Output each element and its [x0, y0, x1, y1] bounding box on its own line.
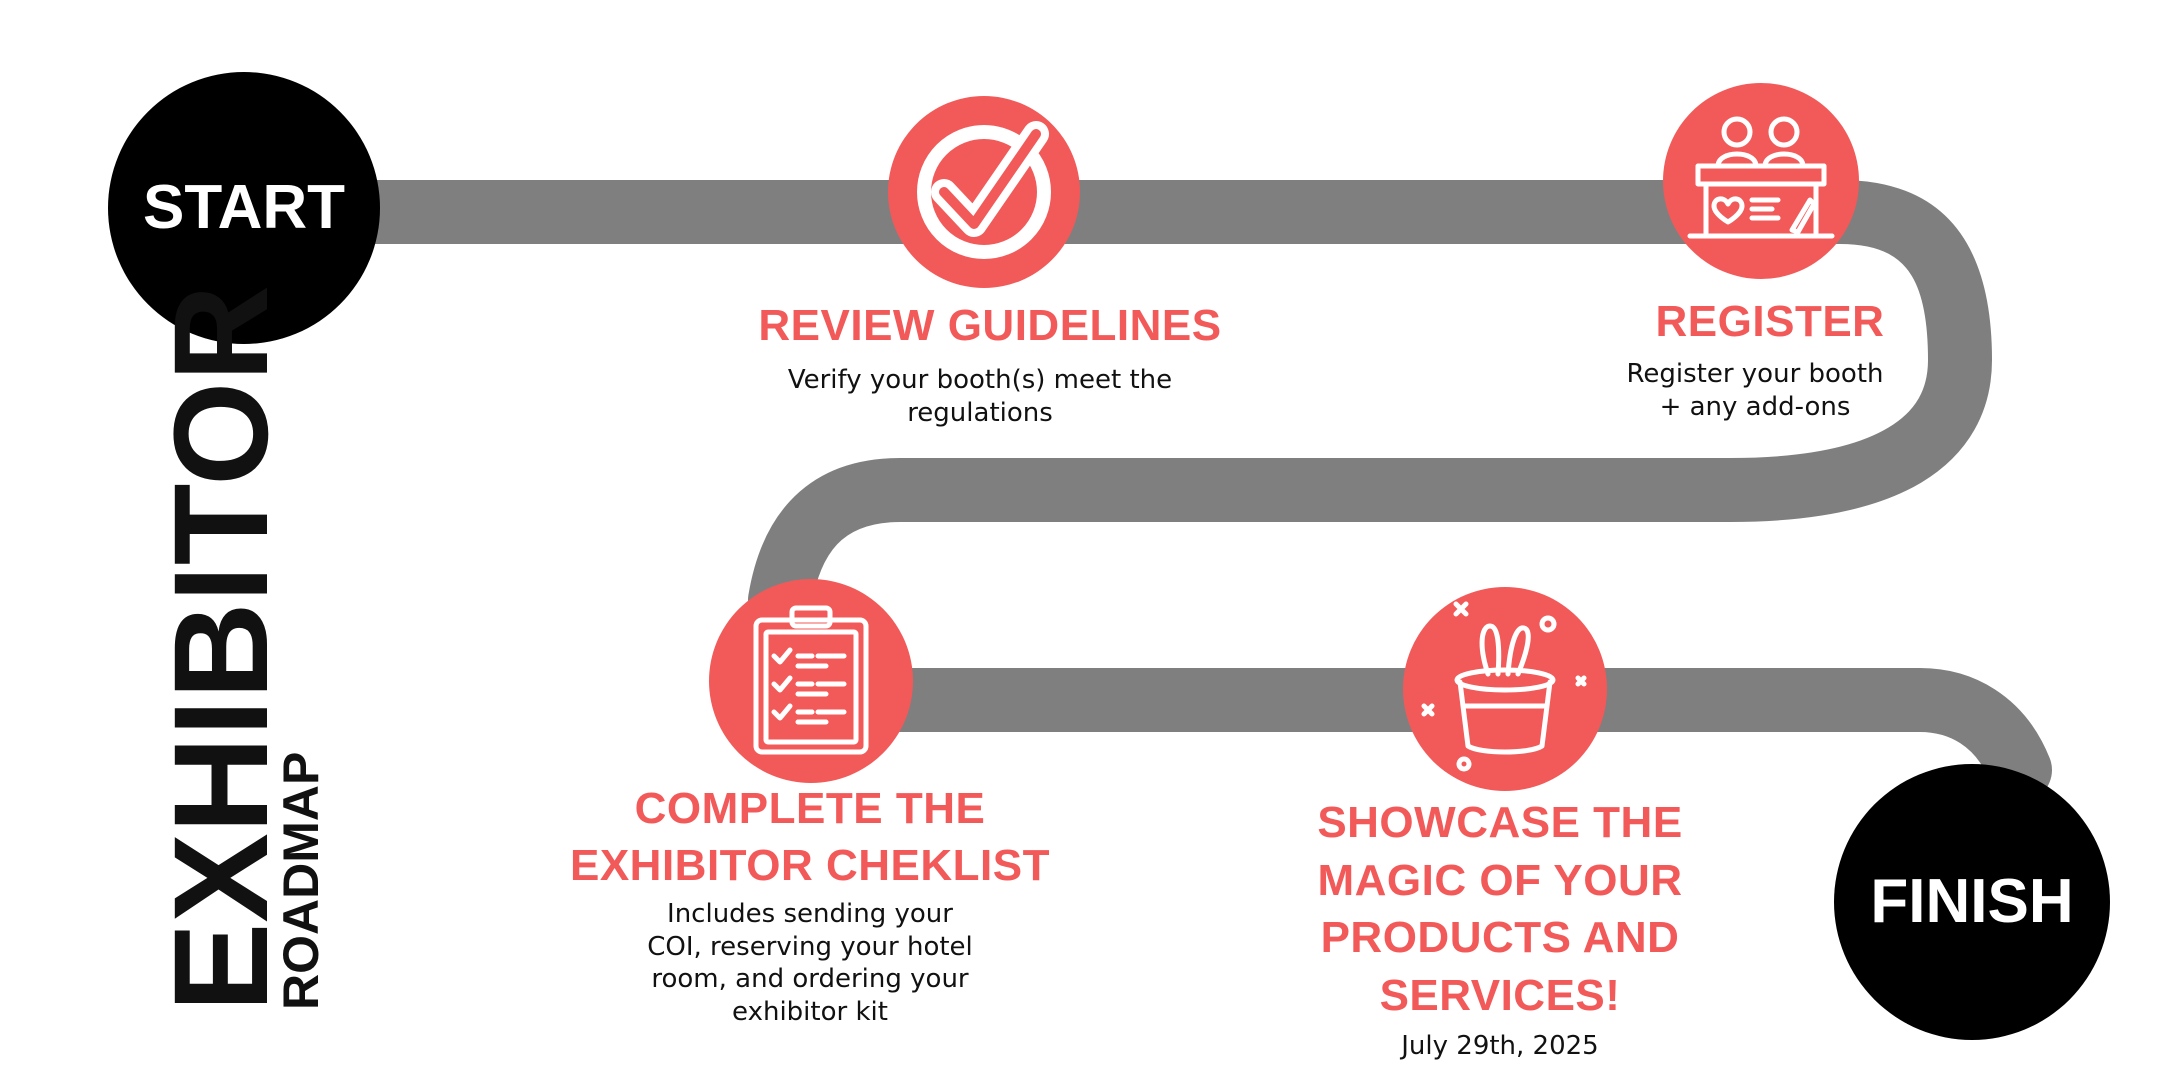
step-desc-checklist: Includes sending your COI, reserving you… [647, 899, 973, 1027]
clipboard-checklist-icon [709, 579, 913, 783]
start-node: START [108, 72, 380, 344]
title-sub: ROADMAP [273, 751, 329, 1010]
magic-hat-icon [1403, 587, 1607, 791]
step-title-checklist: COMPLETE THE EXHIBITOR CHEKLIST [569, 784, 1050, 891]
step-desc-showcase: July 29th, 2025 [1401, 1031, 1599, 1061]
step-title-showcase: SHOWCASE THE MAGIC OF YOUR PRODUCTS AND … [1317, 798, 1683, 1020]
step-desc-review-guidelines: Verify your booth(s) meet the regulation… [787, 365, 1173, 428]
title-main: EXHIBITOR [147, 284, 296, 1012]
step-title-review-guidelines: REVIEW GUIDELINES [758, 301, 1222, 350]
finish-node: FINISH [1834, 764, 2110, 1040]
step-title-register: REGISTER [1655, 297, 1885, 346]
finish-label: FINISH [1870, 867, 2074, 936]
start-label: START [142, 173, 346, 242]
registration-desk-icon [1663, 83, 1859, 279]
step-desc-register: Register your booth + any add-ons [1626, 359, 1884, 422]
checkmark-icon [888, 96, 1080, 288]
